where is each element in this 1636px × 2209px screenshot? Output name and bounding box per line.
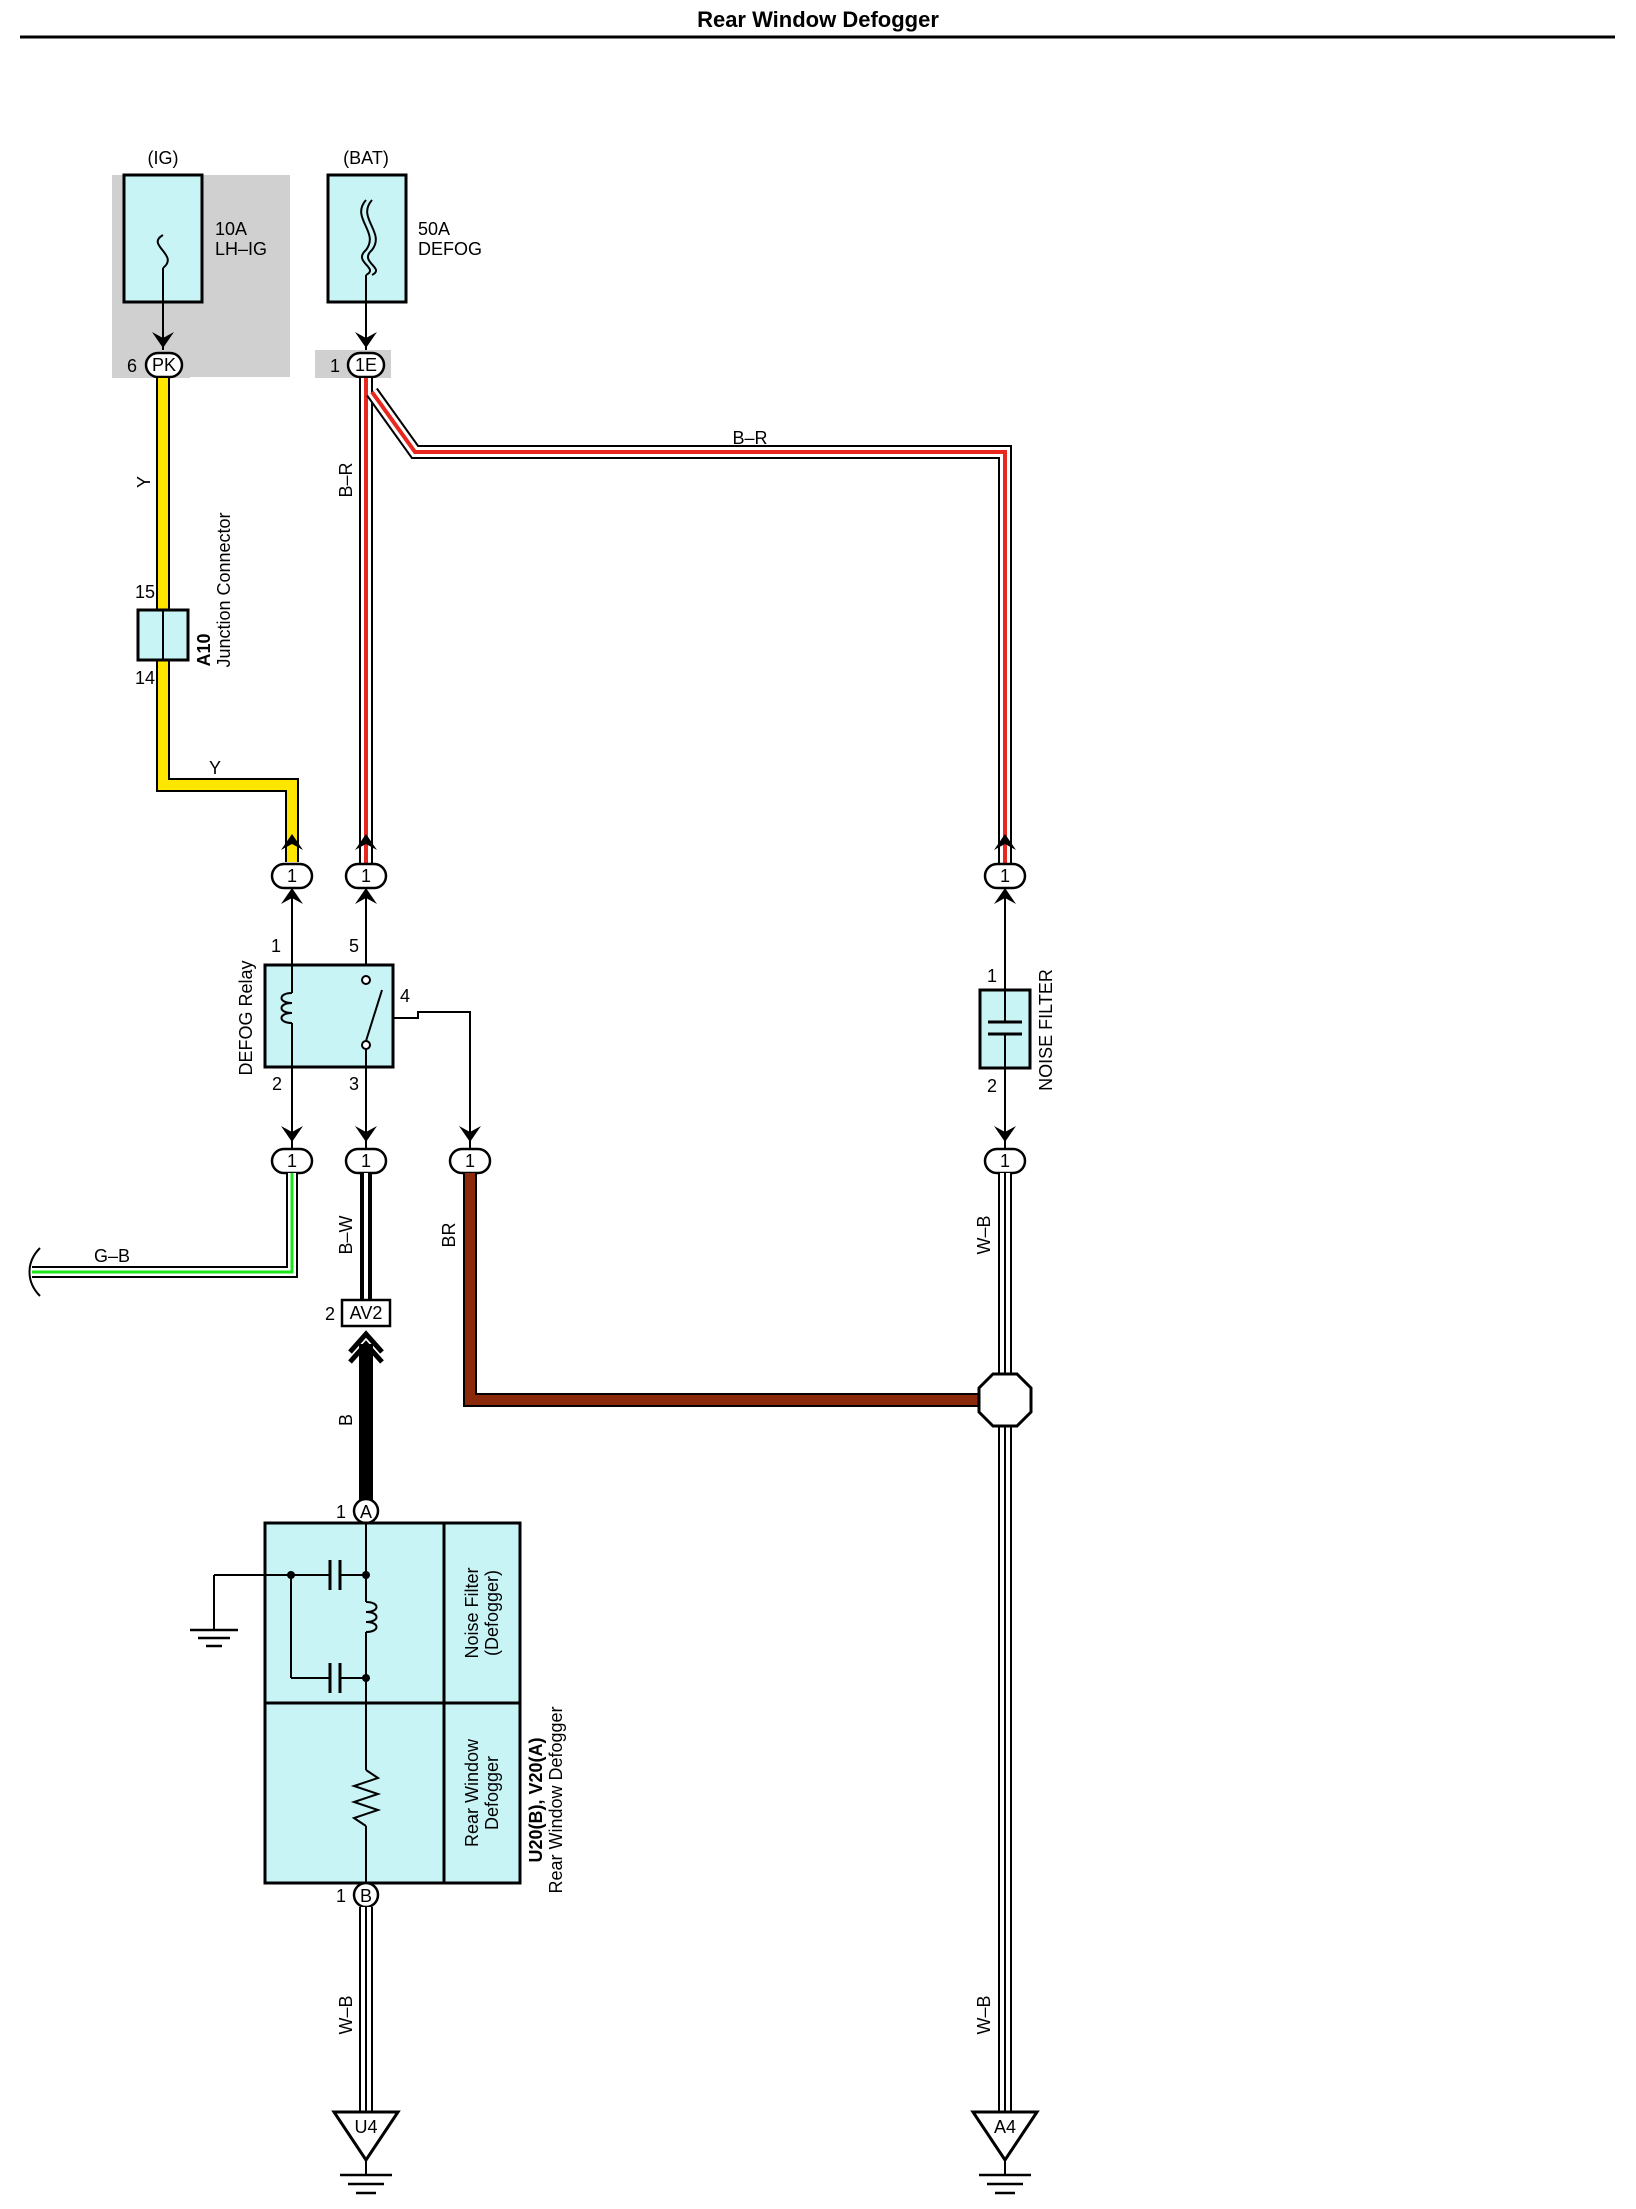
ig-source-label: (IG) <box>148 148 179 168</box>
arrow-up-icon <box>355 834 377 850</box>
arrow-down-icon <box>281 1126 303 1142</box>
wire-b-r: B–R B–R <box>336 378 1012 865</box>
fusible-link-icon <box>360 199 371 276</box>
arrow-down-icon <box>459 1126 481 1142</box>
jc-pin-bottom: 14 <box>135 668 155 688</box>
wire-w-b-right: W–B W–B <box>974 1173 1012 2112</box>
ig-fuse-rating: 10A <box>215 219 247 239</box>
svg-text:2: 2 <box>272 1074 282 1094</box>
nf-pin-bottom: 2 <box>987 1076 997 1096</box>
bat-connector-pin: 1 <box>330 356 340 376</box>
svg-text:1: 1 <box>287 1151 297 1171</box>
splice-point <box>977 1372 1033 1428</box>
svg-text:A4: A4 <box>994 2117 1016 2137</box>
relay-name: DEFOG Relay <box>236 960 256 1075</box>
fuse-icon <box>156 234 169 269</box>
wire-g-b: G–B <box>28 1173 298 1297</box>
nf-pin-top: 1 <box>987 966 997 986</box>
wire-label-w-b-right: W–B <box>974 1995 994 2034</box>
svg-text:A: A <box>360 1502 372 1522</box>
rear-window-defogger: A 1 Noise Filter (Defogger) Rear Wi <box>190 1497 566 1909</box>
svg-text:AV2: AV2 <box>350 1303 383 1323</box>
arrow-down-icon <box>355 332 377 348</box>
wire-label-b-r-top: B–R <box>732 428 767 448</box>
noise-filter: 1 1 2 NOISE FILTER <box>978 888 1056 1175</box>
bat-source-label: (BAT) <box>343 148 389 168</box>
svg-text:1: 1 <box>361 866 371 886</box>
svg-text:1: 1 <box>287 866 297 886</box>
arrow-up-icon <box>994 834 1016 850</box>
wire-label-y: Y <box>134 476 154 488</box>
ig-fuse-block: (IG) 10A LH–IG PK 6 <box>112 148 290 379</box>
bat-fuse-name: DEFOG <box>418 239 482 259</box>
noise-filter-name: NOISE FILTER <box>1036 969 1056 1091</box>
ig-connector-pin: 6 <box>127 356 137 376</box>
arrow-down-icon <box>355 1126 377 1142</box>
wire-label-w-b-left: W–B <box>336 1995 356 2034</box>
arrow-down-icon <box>994 1126 1016 1142</box>
jc-name: Junction Connector <box>214 512 234 667</box>
relay-coil-icon <box>280 992 293 1024</box>
svg-text:1: 1 <box>465 1151 475 1171</box>
svg-text:4: 4 <box>400 986 410 1006</box>
connector-pk <box>144 351 184 379</box>
svg-text:5: 5 <box>349 936 359 956</box>
diagram-title: Rear Window Defogger <box>697 7 939 32</box>
defogger-pin-a-num: 1 <box>336 1502 346 1522</box>
jc-id: A10 <box>194 633 214 666</box>
relay-switch-icon <box>365 989 383 1042</box>
relay-top-connectors: 1 1 1 <box>270 834 1027 890</box>
wire-label-g-b: G–B <box>94 1246 130 1266</box>
svg-text:1: 1 <box>361 1151 371 1171</box>
wire-y: Y Y <box>134 378 299 862</box>
connector-1e <box>346 351 386 379</box>
wire-label-w-b-nf: W–B <box>974 1215 994 1254</box>
svg-text:1: 1 <box>1000 1151 1010 1171</box>
arrow-down-icon <box>152 332 174 348</box>
junction-connector-a10: 15 14 A10 Junction Connector <box>135 512 234 688</box>
wire-label-b-w: B–W <box>336 1215 356 1254</box>
connector-av2: AV2 2 <box>325 1298 392 1328</box>
defogger-section-bottom-line1: Rear Window <box>462 1738 482 1847</box>
svg-text:B: B <box>360 1886 372 1906</box>
defog-relay: 1 5 4 2 3 DEFOG Relay <box>236 888 471 1150</box>
arrow-up-icon <box>281 834 303 850</box>
svg-text:3: 3 <box>349 1074 359 1094</box>
jc-pin-top: 15 <box>135 582 155 602</box>
defogger-pin-b-num: 1 <box>336 1886 346 1906</box>
svg-text:1E: 1E <box>355 355 377 375</box>
wire-label-b: B <box>336 1414 356 1426</box>
relay-bottom-connectors: 1 1 1 <box>270 1126 492 1175</box>
wire-break-icon <box>28 1247 41 1297</box>
svg-text:1: 1 <box>1000 866 1010 886</box>
bat-fuse-rating: 50A <box>418 219 450 239</box>
wire-b: B <box>336 1330 384 1500</box>
ground-u4: U4 <box>331 2110 401 2195</box>
svg-text:U4: U4 <box>354 2117 377 2137</box>
ig-fuse-name: LH–IG <box>215 239 267 259</box>
wire-label-b-r-vertical: B–R <box>336 462 356 497</box>
defogger-section-bottom-line2: Defogger <box>482 1756 502 1830</box>
wire-w-b-left: W–B <box>336 1907 373 2112</box>
defogger-id: U20(B), V20(A) <box>526 1737 546 1862</box>
defogger-name: Rear Window Defogger <box>546 1706 566 1893</box>
inductor-icon <box>365 1601 378 1633</box>
defogger-section-top-line2: (Defogger) <box>482 1570 502 1656</box>
wire-label-y2: Y <box>209 758 221 778</box>
svg-text:PK: PK <box>152 355 176 375</box>
wire-br: BR <box>439 1173 985 1407</box>
wire-b-w: B–W <box>336 1173 372 1300</box>
ground-a4: A4 <box>970 2110 1040 2195</box>
resistor-icon <box>350 1769 382 1827</box>
av2-pin: 2 <box>325 1304 335 1324</box>
defogger-section-top-line1: Noise Filter <box>462 1567 482 1658</box>
bat-fuse-block: (BAT) 50A DEFOG 1E 1 <box>315 148 482 379</box>
svg-text:1: 1 <box>271 936 281 956</box>
wire-label-br: BR <box>439 1222 459 1247</box>
